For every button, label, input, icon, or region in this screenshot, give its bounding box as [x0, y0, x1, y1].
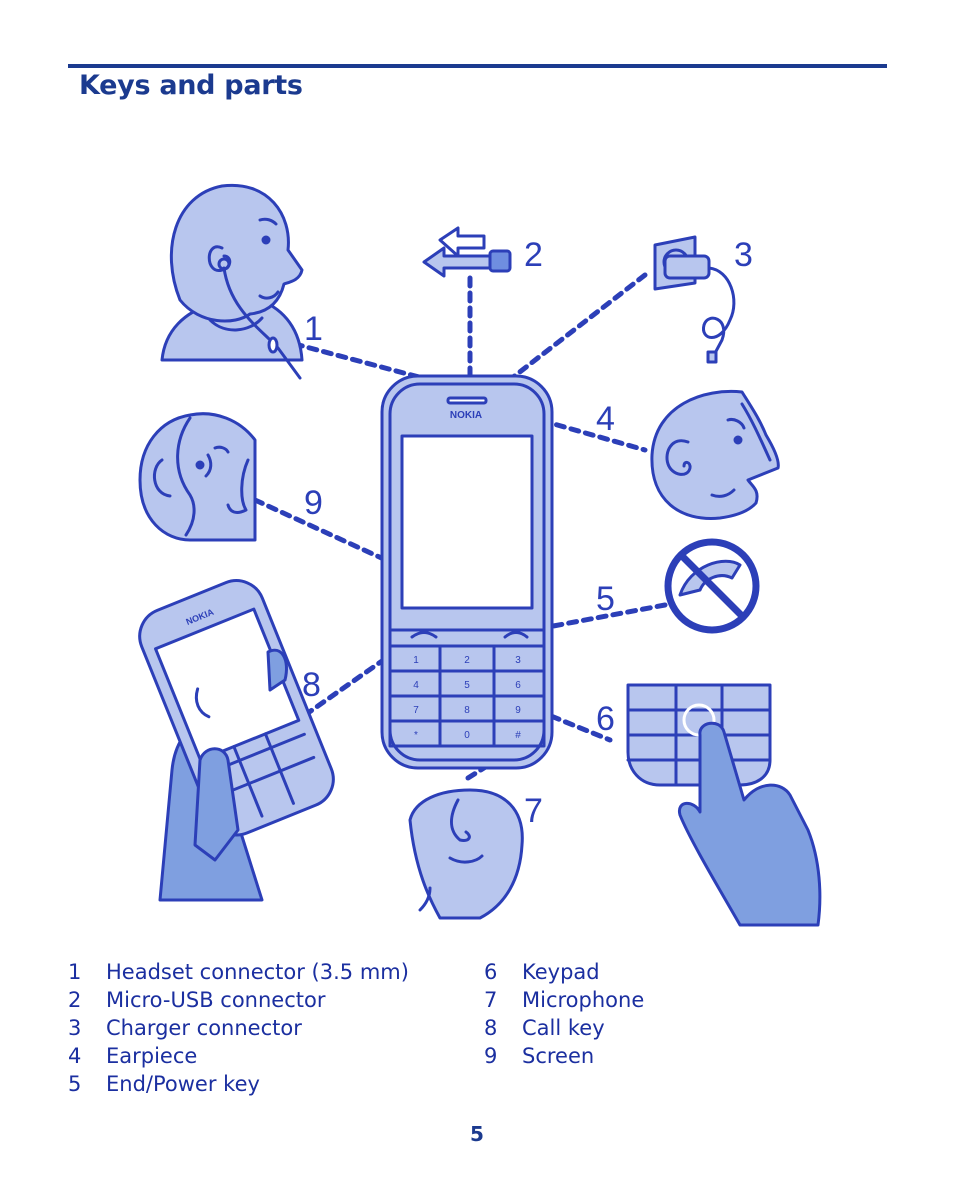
key-label: 9: [515, 705, 521, 716]
header-rule: [68, 64, 887, 68]
key-label: 0: [464, 730, 470, 741]
callout-7: 7: [524, 792, 543, 830]
end-call-icon: [664, 538, 760, 634]
callout-9: 9: [304, 484, 323, 522]
microphone-head-figure: [408, 788, 524, 920]
key-label: 6: [515, 680, 521, 691]
key-label: #: [515, 730, 521, 741]
key-label: 4: [413, 680, 419, 691]
charger-icon: [653, 235, 736, 364]
key-label: 5: [464, 680, 470, 691]
keypad-finger-figure: [626, 683, 822, 927]
callout-2: 2: [524, 236, 543, 274]
key-label: 3: [515, 655, 521, 666]
usb-icon: [422, 226, 512, 278]
key-label: 1: [413, 655, 419, 666]
callout-4: 4: [596, 400, 615, 438]
page-number: 5: [470, 1122, 484, 1146]
key-label: 2: [464, 655, 470, 666]
keys-and-parts-illustration: NOKIA: [138, 183, 822, 927]
key-label: 7: [413, 705, 419, 716]
key-label: *: [414, 730, 418, 741]
callout-8: 8: [302, 666, 321, 704]
callout-5: 5: [596, 580, 615, 618]
nokia-phone: [380, 374, 554, 770]
hand-holding-phone-figure: NOKIA: [138, 579, 335, 902]
callout-1: 1: [304, 310, 323, 348]
earpiece-head-figure: [650, 389, 780, 520]
callout-3: 3: [734, 236, 753, 274]
callout-6: 6: [596, 700, 615, 738]
page-title: Keys and parts: [79, 70, 303, 101]
screen-viewer-figure: [138, 412, 257, 542]
key-label: 8: [464, 705, 470, 716]
headset-head-figure: [160, 183, 304, 380]
phone-brand-label: NOKIA: [450, 410, 482, 421]
